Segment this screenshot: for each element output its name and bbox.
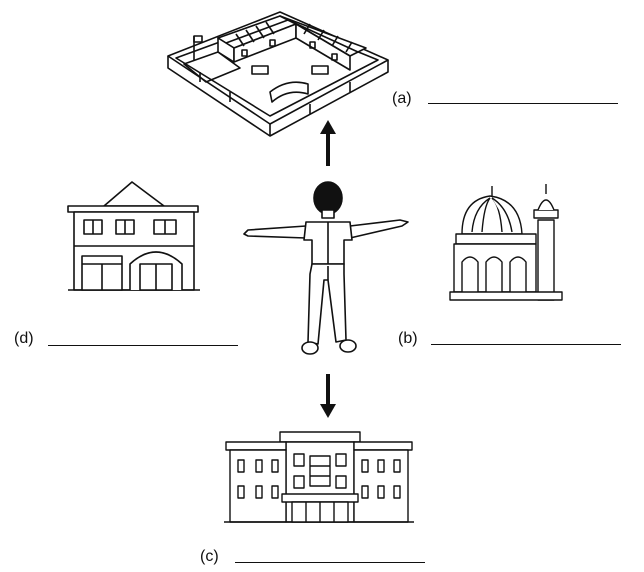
arrow-up-icon	[320, 120, 336, 166]
mosque-icon	[449, 184, 563, 301]
label-b: (b)	[398, 330, 418, 347]
label-a: (a)	[392, 90, 412, 107]
label-c: (c)	[200, 548, 219, 565]
person-arms-outstretched-icon	[243, 181, 409, 355]
hospital-icon	[224, 431, 414, 523]
answer-line-d[interactable]	[48, 345, 238, 346]
answer-line-a[interactable]	[428, 103, 618, 104]
school-icon	[167, 11, 389, 137]
house-icon	[67, 181, 200, 291]
answer-line-c[interactable]	[235, 562, 425, 563]
label-d: (d)	[14, 330, 34, 347]
arrow-down-icon	[320, 374, 336, 418]
answer-line-b[interactable]	[431, 344, 621, 345]
